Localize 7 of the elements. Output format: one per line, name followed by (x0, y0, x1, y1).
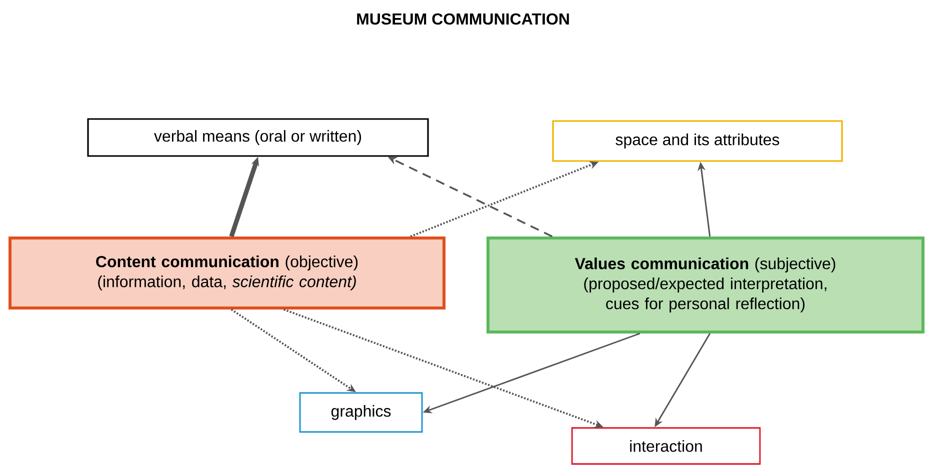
means-box: space and its attributes (552, 120, 843, 162)
communication-box: Values communication (subjective) (proposed/expected interpretation, cues for personal reflection) (486, 236, 924, 334)
means-box: graphics (299, 392, 423, 433)
communication-box: Content communication (objective) (information, data, scientific content) (8, 236, 446, 310)
means-box: interaction (571, 427, 761, 465)
means-box: verbal means (oral or written) (87, 118, 429, 157)
title: MUSEUM COMMUNICATION (357, 13, 569, 25)
